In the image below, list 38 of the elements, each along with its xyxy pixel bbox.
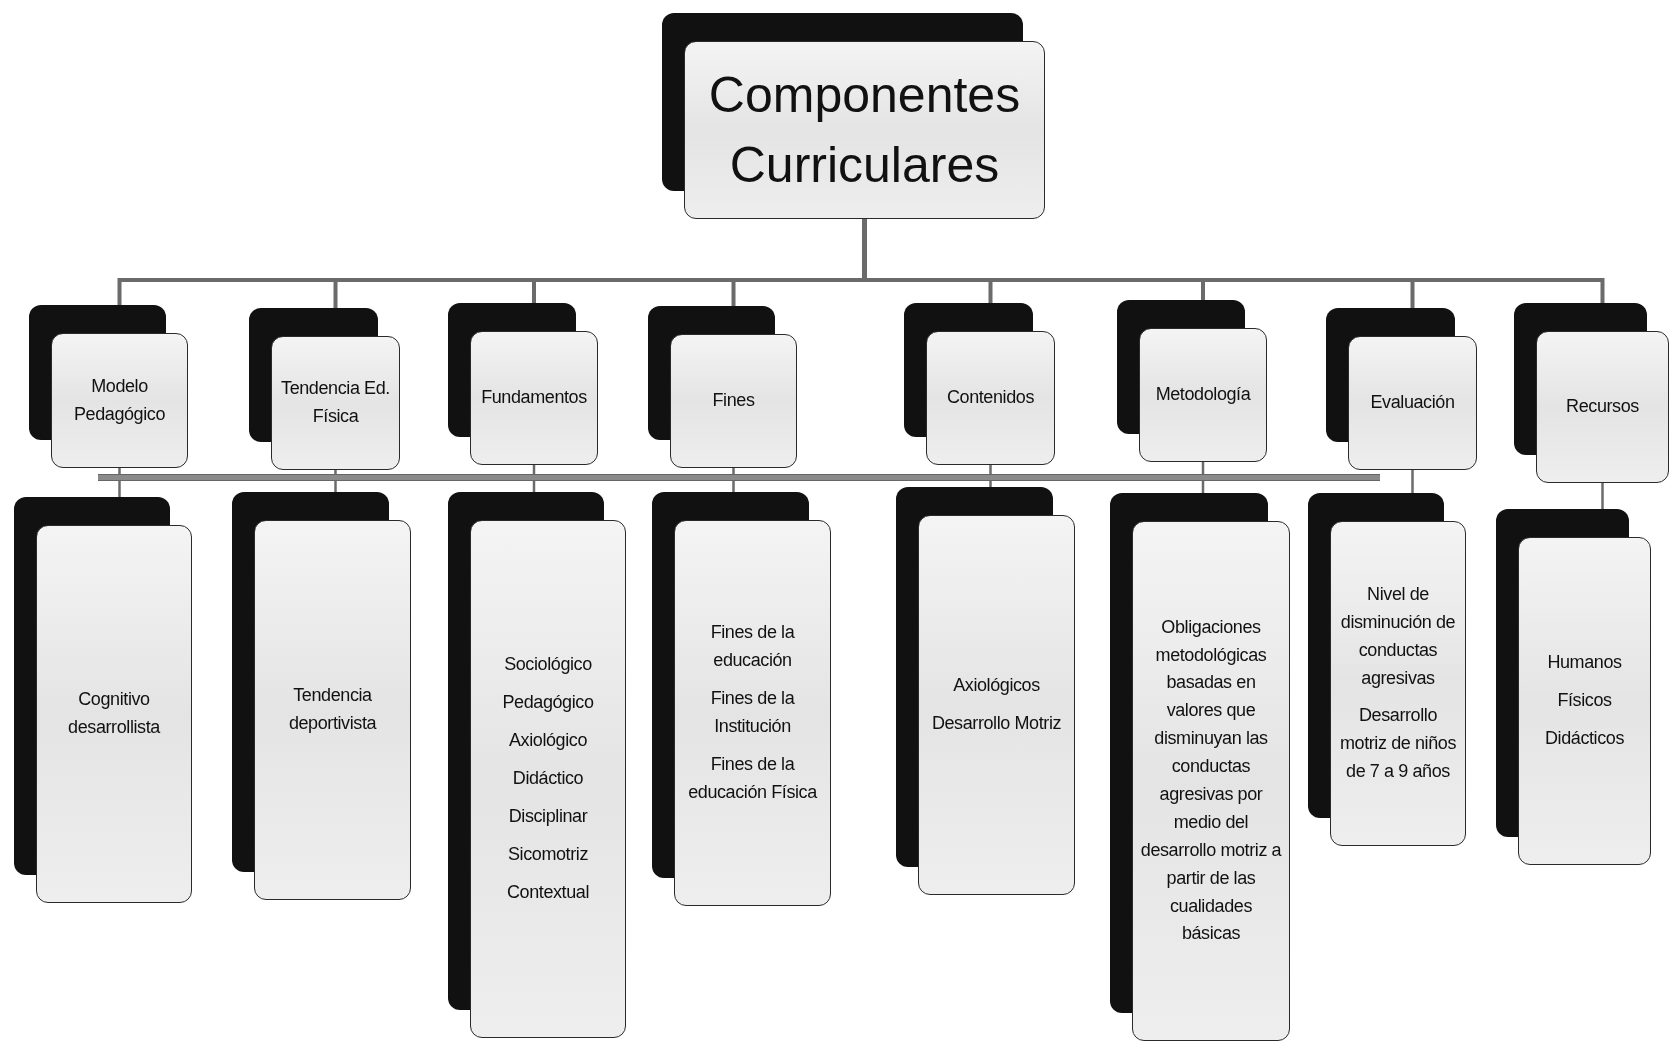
connector-line (334, 470, 337, 493)
node-text: Recursos (1566, 395, 1639, 419)
node-text: Obligaciones metodológicas basadas en valores que disminuyan las conductas agresivas por medio del desarrollo motriz a partir de las cualidades básicas (1139, 615, 1283, 946)
connector-line (989, 465, 992, 488)
connector-line (1601, 483, 1604, 510)
node-text: Axiológicos (953, 674, 1040, 698)
node-text: Disciplinar (508, 804, 588, 828)
node-text: Humanos (1547, 651, 1622, 675)
node-text: Pedagógico (502, 691, 594, 715)
node-text: Contenidos (946, 386, 1035, 410)
node-text: Tendencia Ed. Física (280, 377, 391, 428)
node-text: Fundamentos (481, 386, 587, 410)
node-text: Desarrollo Motriz (931, 712, 1062, 735)
node-text: Modelo Pedagógico (72, 374, 167, 426)
node-text: Sociológico (504, 653, 592, 677)
node-text: Metodología (1155, 383, 1251, 407)
rail-bar (98, 474, 1380, 481)
node-text: Fines de la educación Física (687, 752, 819, 804)
node-text: Desarrollo motriz de niños de 7 a 9 años (1338, 704, 1458, 784)
connector-line (1201, 462, 1205, 494)
node-text: Didáctico (512, 767, 584, 791)
connector-line (532, 465, 536, 493)
connector-line (1411, 470, 1414, 494)
node-text: Físicos (1557, 689, 1612, 713)
node-text: Fines (712, 389, 755, 413)
node-text: Tendencia deportivista (287, 684, 378, 735)
connector-line (118, 468, 121, 498)
node-text: Didácticos (1545, 726, 1624, 750)
node-text: Fines de la educación (709, 621, 796, 673)
node-text: Fines de la Institución (709, 687, 796, 738)
node-text: Cognitivo desarrollista (67, 688, 162, 739)
node-text: Nivel de disminución de conductas agresivas (1339, 582, 1457, 690)
node-text: Contextual (506, 880, 590, 904)
connector-line (732, 468, 735, 493)
title-text: Componentes Curriculares (707, 66, 1022, 195)
node-text: Sicomotriz (508, 842, 588, 866)
node-text: Axiológico (508, 729, 587, 753)
node-text: Evaluación (1370, 391, 1455, 415)
